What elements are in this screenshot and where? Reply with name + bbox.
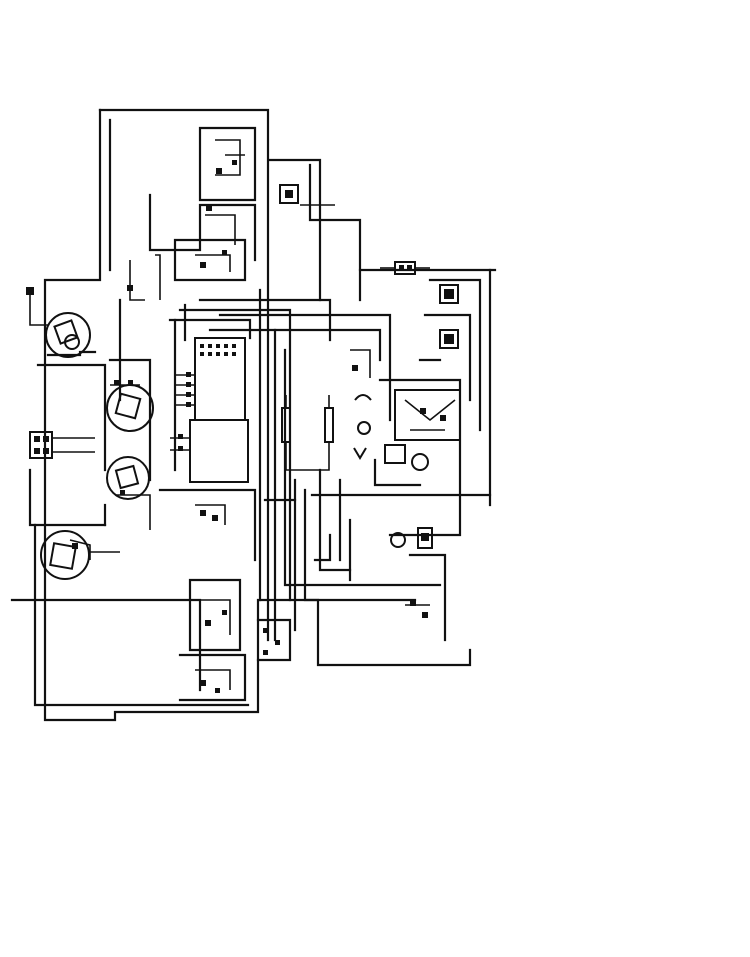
control-board-lower [158,419,257,562]
lower-right-switch-group [313,518,447,642]
lamp-and-sensor-group [350,349,372,460]
main-relay-board [168,298,392,602]
convection-motor [106,380,154,432]
center-heater-elements [281,395,334,471]
terminal-block-left [29,431,95,459]
lower-motor [103,456,151,530]
left-connector-column [108,254,161,482]
blower-motor-bottom [40,530,120,580]
timer-switch-block-top [148,126,257,282]
fan-motor-upper [26,287,97,358]
selector-switch-cluster [373,378,462,537]
right-terminal-block [358,268,497,507]
top-right-connector [380,261,430,275]
door-switch-top [268,158,362,302]
bottom-relay-block [178,578,292,702]
